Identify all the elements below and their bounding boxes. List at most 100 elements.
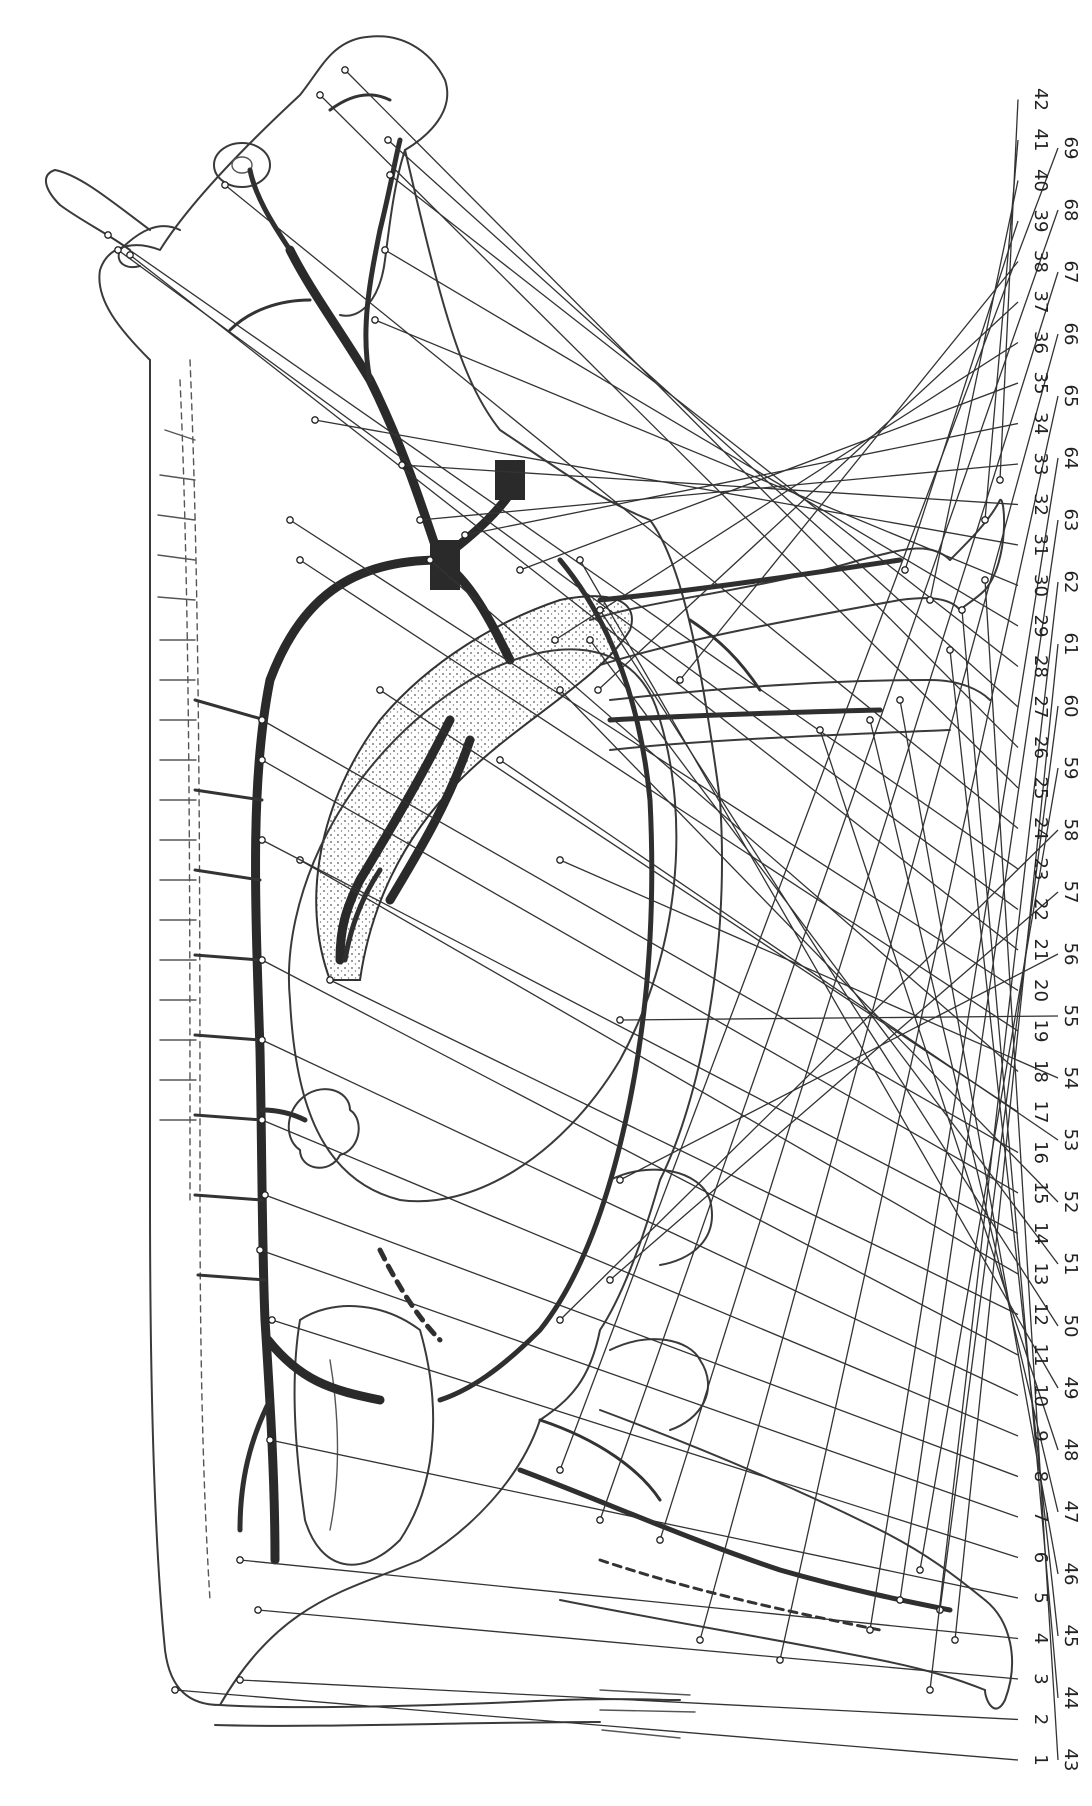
callout-number: 28	[1030, 655, 1051, 678]
leader-dot	[617, 1017, 623, 1023]
leader-dot	[867, 717, 873, 723]
leader-line	[1000, 100, 1018, 481]
leader-dot	[372, 317, 378, 323]
callout-number: 49	[1060, 1377, 1081, 1400]
callout-number: 25	[1030, 777, 1051, 800]
callout-number: 63	[1060, 509, 1081, 532]
callout-number: 23	[1030, 858, 1051, 881]
callout-number: 53	[1060, 1129, 1081, 1152]
leader-dot	[427, 557, 433, 563]
leader-dot	[297, 557, 303, 563]
callout-number: 3	[1030, 1673, 1051, 1684]
callout-number: 1	[1030, 1754, 1051, 1765]
leader-line	[262, 760, 1018, 1193]
leader-dot	[557, 857, 563, 863]
leader-dot	[262, 1192, 268, 1198]
leader-dot	[817, 727, 823, 733]
leader-dot	[222, 182, 228, 188]
callout-number: 50	[1060, 1315, 1081, 1338]
leader-dot	[595, 687, 601, 693]
callout-number: 7	[1030, 1511, 1051, 1522]
leader-line	[330, 980, 1018, 1315]
leader-line	[600, 610, 1058, 1326]
animal-outline	[46, 36, 1012, 1738]
leader-dot	[677, 677, 683, 683]
leader-dot	[287, 517, 293, 523]
leader-line	[388, 140, 1018, 707]
callout-number: 51	[1060, 1253, 1081, 1276]
callout-number: 20	[1030, 979, 1051, 1002]
callout-number: 36	[1030, 331, 1051, 354]
leader-dot	[552, 637, 558, 643]
callout-number: 15	[1030, 1182, 1051, 1205]
callout-number: 55	[1060, 1005, 1081, 1028]
leader-dot	[257, 1247, 263, 1253]
callout-number: 59	[1060, 757, 1081, 780]
leader-dot	[897, 1597, 903, 1603]
callout-number: 56	[1060, 943, 1081, 966]
leader-line	[620, 1016, 1058, 1020]
leader-dot	[377, 687, 383, 693]
callout-number: 31	[1030, 534, 1051, 557]
leader-line	[905, 221, 1018, 570]
leader-dot	[259, 717, 265, 723]
leader-lines	[105, 67, 1058, 1760]
leader-dot	[657, 1537, 663, 1543]
callout-number: 65	[1060, 385, 1081, 408]
leader-dot	[597, 1517, 603, 1523]
leader-dot	[867, 1627, 873, 1633]
callout-number: 39	[1030, 210, 1051, 233]
label-layer: 1234567891011121314151617181920212223242…	[1030, 88, 1081, 1771]
callout-number: 64	[1060, 447, 1081, 470]
leader-dot	[557, 1467, 563, 1473]
callout-number: 9	[1030, 1430, 1051, 1441]
callout-number: 19	[1030, 1020, 1051, 1043]
callout-number: 41	[1030, 129, 1051, 152]
leader-dot	[385, 137, 391, 143]
callout-number: 4	[1030, 1633, 1051, 1644]
callout-number: 21	[1030, 939, 1051, 962]
callout-number: 69	[1060, 137, 1081, 160]
leader-line	[560, 860, 1058, 1078]
callout-number: 29	[1030, 615, 1051, 638]
leader-dot	[617, 1177, 623, 1183]
callout-number: 34	[1030, 412, 1051, 435]
leader-dot	[517, 567, 523, 573]
jugular-trunk	[290, 250, 440, 560]
blood-vessels	[158, 95, 950, 1630]
leader-dot	[342, 67, 348, 73]
leader-dot	[902, 567, 908, 573]
leader-dot	[959, 607, 965, 613]
leader-line	[600, 210, 1058, 1520]
leader-dot	[577, 557, 583, 563]
leader-line	[385, 250, 1018, 626]
callout-number: 43	[1060, 1749, 1081, 1772]
leader-dot	[917, 1567, 923, 1573]
leader-dot	[255, 1607, 261, 1613]
leader-line	[380, 690, 1018, 1112]
leader-dot	[382, 247, 388, 253]
leader-dot	[387, 172, 393, 178]
callout-number: 40	[1030, 169, 1051, 192]
leader-line	[108, 235, 1018, 869]
callout-number: 33	[1030, 453, 1051, 476]
callout-number: 37	[1030, 291, 1051, 314]
leader-dot	[172, 1687, 178, 1693]
leader-dot	[115, 247, 121, 253]
pelvic-organ	[295, 1306, 434, 1565]
callout-number: 8	[1030, 1471, 1051, 1482]
callout-number: 38	[1030, 250, 1051, 273]
callout-number: 12	[1030, 1303, 1051, 1326]
callout-number: 62	[1060, 571, 1081, 594]
leader-dot	[497, 757, 503, 763]
callout-number: 16	[1030, 1141, 1051, 1164]
callout-number: 67	[1060, 261, 1081, 284]
leader-dot	[982, 577, 988, 583]
callout-number: 26	[1030, 736, 1051, 759]
leader-dot	[777, 1657, 783, 1663]
callout-number: 52	[1060, 1191, 1081, 1214]
lung-region	[316, 596, 632, 980]
leader-line	[430, 560, 1018, 1072]
